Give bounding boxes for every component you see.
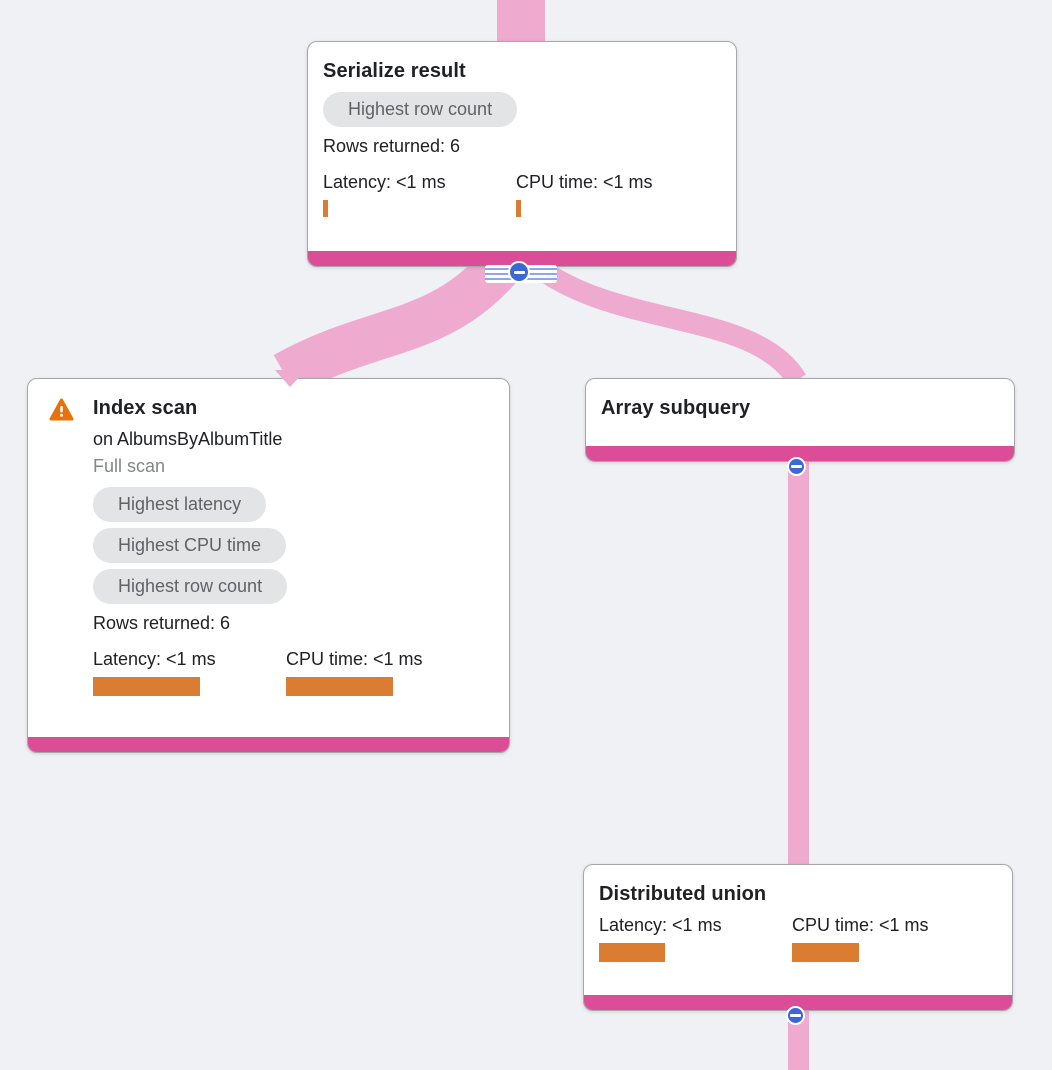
warning-icon — [49, 398, 74, 421]
cpu-time-label: CPU time: <1 ms — [286, 649, 423, 669]
latency-label: Latency: <1 ms — [93, 649, 216, 669]
rows-returned-text: Rows returned: 6 — [323, 136, 461, 156]
node-title: Serialize result — [323, 60, 466, 82]
edge-serialize-to-index-scan — [273, 250, 518, 396]
latency-bar — [599, 943, 665, 962]
cpu-time-bar — [792, 943, 859, 962]
plan-node-serialize-result[interactable]: Serialize result Highest row count Rows … — [307, 41, 737, 267]
scan-type-text: Full scan — [93, 456, 166, 476]
minus-icon — [791, 465, 802, 468]
rows-returned-text: Rows returned: 6 — [93, 613, 231, 633]
plan-node-array-subquery[interactable]: Array subquery — [585, 378, 1015, 462]
node-accent-bar — [584, 995, 1012, 1010]
badge-highest-latency: Highest latency — [93, 487, 267, 522]
latency-label: Latency: <1 ms — [323, 172, 446, 192]
node-subtitle: on AlbumsByAlbumTitle — [93, 429, 283, 449]
node-title: Index scan — [93, 397, 198, 419]
node-title: Array subquery — [601, 397, 751, 419]
metrics-row: Latency: <1 ms CPU time: <1 ms — [599, 915, 996, 962]
metrics-row: Latency: <1 ms CPU time: <1 ms — [93, 649, 493, 696]
cpu-time-metric: CPU time: <1 ms — [286, 649, 479, 696]
edge-array-subquery-to-distributed-union — [788, 455, 809, 868]
minus-icon — [513, 270, 525, 274]
latency-metric: Latency: <1 ms — [93, 649, 286, 696]
badge-highest-row-count: Highest row count — [323, 92, 518, 127]
cpu-time-metric: CPU time: <1 ms — [516, 172, 709, 217]
edge-arrowhead — [275, 370, 306, 387]
latency-metric: Latency: <1 ms — [323, 172, 516, 217]
latency-bar — [323, 200, 328, 217]
edge-serialize-to-array-subquery — [535, 261, 806, 386]
plan-node-index-scan[interactable]: Index scan on AlbumsByAlbumTitle Full sc… — [27, 378, 510, 753]
node-accent-bar — [586, 446, 1014, 461]
cpu-time-bar — [286, 677, 393, 696]
metrics-row: Latency: <1 ms CPU time: <1 ms — [323, 172, 720, 217]
latency-bar — [93, 677, 200, 696]
cpu-time-label: CPU time: <1 ms — [516, 172, 653, 192]
latency-label: Latency: <1 ms — [599, 915, 722, 935]
plan-node-distributed-union[interactable]: Distributed union Latency: <1 ms CPU tim… — [583, 864, 1013, 1011]
badge-highest-row-count: Highest row count — [93, 569, 288, 604]
collapse-button-distributed-union[interactable] — [786, 1006, 805, 1025]
minus-icon — [790, 1014, 801, 1017]
cpu-time-label: CPU time: <1 ms — [792, 915, 929, 935]
latency-metric: Latency: <1 ms — [599, 915, 792, 962]
node-title: Distributed union — [599, 883, 767, 905]
cpu-time-metric: CPU time: <1 ms — [792, 915, 985, 962]
collapse-button-serialize-result[interactable] — [508, 261, 530, 283]
node-accent-bar — [308, 251, 736, 266]
cpu-time-bar — [516, 200, 521, 217]
badge-highest-cpu-time: Highest CPU time — [93, 528, 287, 563]
collapse-button-array-subquery[interactable] — [787, 457, 806, 476]
node-accent-bar — [28, 737, 509, 752]
edge-parent-to-serialize — [497, 0, 545, 44]
